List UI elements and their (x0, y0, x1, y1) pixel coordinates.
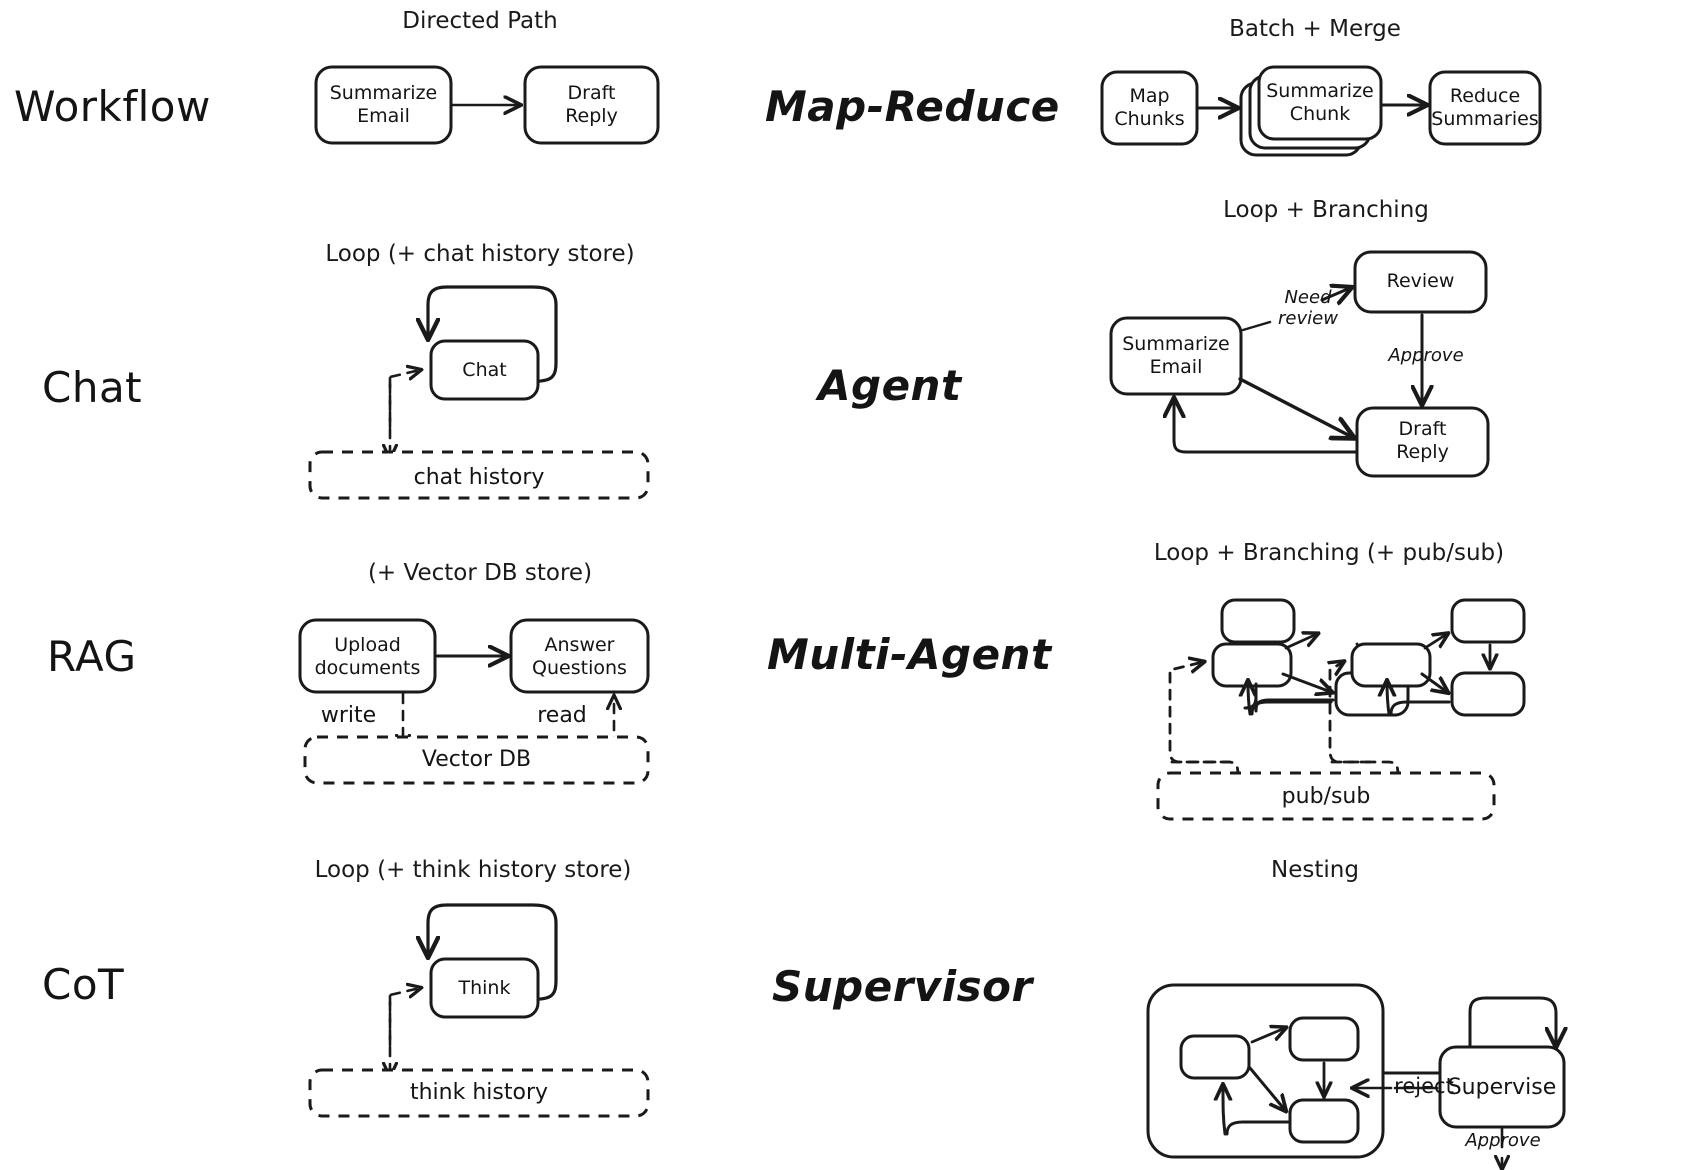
multi-agent-diagram (1156, 598, 1526, 821)
chat-diagram (308, 285, 650, 500)
cluster-b-edge-pubsub-in (1330, 662, 1372, 764)
cluster-a-edge-left-to-right (1281, 672, 1331, 692)
edge-think-self-loop (428, 903, 558, 1002)
cluster-a-edge-uparrow (1248, 682, 1250, 716)
node-supervise[interactable] (1438, 1045, 1566, 1129)
row-label-workflow: Workflow (14, 82, 211, 131)
caption-directed-path: Directed Path (402, 8, 558, 34)
supervisor-diagram (1146, 983, 1566, 1168)
edge-draft-back-to-summarize (1174, 400, 1359, 454)
caption-vector-db-store: (+ Vector DB store) (367, 560, 593, 586)
node-think[interactable] (429, 957, 540, 1019)
multi-agent-cluster-a (1168, 598, 1410, 800)
cluster-a-node-left[interactable] (1211, 642, 1293, 688)
supervisor-edge-uparrow (1223, 1086, 1225, 1136)
edge-label-read: read (537, 703, 587, 728)
cluster-a-edge-bottom-rail (1250, 700, 1333, 716)
supervisor-edge-left-to-top (1250, 1028, 1285, 1044)
row-label-map-reduce: Map-Reduce (765, 82, 1060, 131)
caption-batch-merge: Batch + Merge (1229, 16, 1401, 42)
workflow-diagram (314, 65, 660, 145)
map-reduce-diagram (1100, 65, 1542, 157)
edge-label-supervisor-approve: Approve (1465, 1130, 1541, 1151)
node-review[interactable] (1353, 250, 1488, 314)
supervisor-sub-node-left[interactable] (1179, 1034, 1251, 1080)
cluster-b-node-top[interactable] (1450, 598, 1526, 644)
node-agent-draft-reply[interactable] (1355, 406, 1490, 478)
node-answer-questions[interactable] (509, 618, 650, 694)
cluster-b-node-left[interactable] (1350, 642, 1432, 688)
row-label-cot: CoT (42, 960, 125, 1009)
caption-chat-loop: Loop (+ chat history store) (325, 241, 635, 267)
edge-label-need-review: Need review (1278, 287, 1338, 329)
row-label-multi-agent: Multi-Agent (767, 630, 1052, 679)
edge-label-write: write (320, 703, 377, 728)
row-label-chat: Chat (42, 363, 143, 412)
edge-summarize-to-draft-reply (1238, 377, 1352, 437)
node-agent-summarize-email[interactable] (1109, 316, 1243, 396)
cluster-b-edge-left-to-right (1420, 672, 1447, 692)
caption-agent-loop-branching: Loop + Branching (1223, 197, 1429, 223)
node-upload-documents[interactable] (298, 618, 437, 694)
store-label-vector-db: Vector DB (421, 747, 532, 772)
node-summarize-chunk[interactable] (1257, 65, 1383, 141)
cluster-a-node-top[interactable] (1220, 598, 1296, 644)
edge-leader-need-review (1241, 320, 1272, 332)
store-label-think-history: think history (409, 1080, 549, 1105)
caption-multi-agent-loop-branching: Loop + Branching (+ pub/sub) (1153, 540, 1505, 566)
store-label-chat-history: chat history (413, 465, 545, 490)
cluster-b-node-right[interactable] (1450, 671, 1526, 717)
supervisor-edge-bottom-rail (1225, 1120, 1290, 1136)
caption-cot-loop: Loop (+ think history store) (314, 857, 632, 883)
edge-history-to-think (388, 988, 420, 1047)
cluster-b-edge-bottom-rail (1389, 700, 1451, 716)
store-think-history[interactable] (308, 1068, 650, 1118)
node-reduce-summaries[interactable] (1428, 70, 1542, 146)
agent-diagram (1109, 250, 1490, 478)
node-chat[interactable] (429, 339, 540, 401)
edge-chat-self-loop (428, 285, 558, 384)
cluster-b-edge-uparrow (1387, 682, 1389, 716)
row-label-supervisor: Supervisor (772, 962, 1033, 1011)
row-label-rag: RAG (47, 632, 137, 681)
supervisor-edge-left-to-bottom (1248, 1066, 1285, 1110)
supervisor-sub-node-bottom[interactable] (1288, 1098, 1360, 1144)
cot-diagram (308, 903, 650, 1118)
store-pub-sub[interactable] (1156, 771, 1496, 821)
caption-nesting: Nesting (1271, 857, 1359, 883)
rag-diagram (298, 618, 650, 785)
multi-agent-cluster-b (1330, 598, 1526, 800)
store-label-pub-sub: pub/sub (1281, 784, 1371, 809)
edge-label-reject: reject (1394, 1074, 1454, 1098)
edge-summarize-to-review (1320, 288, 1350, 300)
node-summarize-email[interactable] (314, 65, 453, 145)
store-chat-history[interactable] (308, 450, 650, 500)
edge-label-approve: Approve (1388, 345, 1464, 366)
node-draft-reply[interactable] (523, 65, 660, 145)
store-vector-db[interactable] (303, 735, 650, 785)
cluster-b-edge-left-to-top (1423, 634, 1447, 650)
node-map-chunks[interactable] (1100, 70, 1199, 146)
supervisor-sub-node-top[interactable] (1288, 1016, 1360, 1062)
cluster-a-edge-left-to-top (1284, 634, 1317, 650)
row-label-agent: Agent (818, 361, 962, 410)
edge-history-to-chat (388, 370, 420, 429)
